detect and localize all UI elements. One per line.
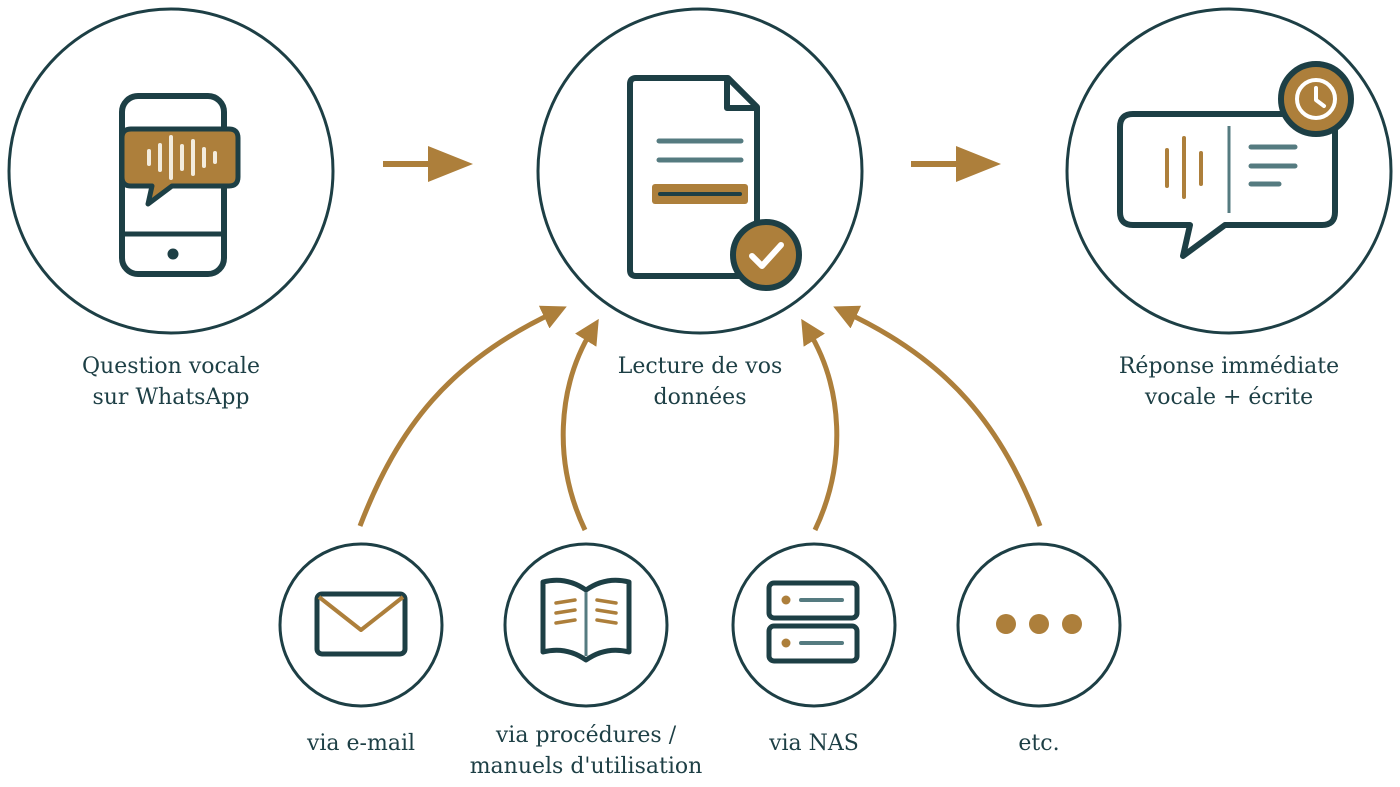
document-check-icon <box>627 75 802 291</box>
response-label-line2: vocale + écrite <box>1144 385 1314 410</box>
email-label-line1: via e-mail <box>306 731 416 756</box>
arrow-right-1 <box>383 146 473 182</box>
arrow-from-email <box>357 305 567 527</box>
response-step-label: Réponse immédiate vocale + écrite <box>1079 351 1379 413</box>
procedures-label-line2: manuels d'utilisation <box>469 754 703 779</box>
question-label-line1: Question vocale <box>82 354 260 379</box>
procedures-source-circle <box>503 542 669 708</box>
question-label-line2: sur WhatsApp <box>92 385 250 410</box>
arrow-from-etc <box>833 305 1043 527</box>
nas-source-label: via NAS <box>714 728 914 759</box>
reading-step-label: Lecture de vos données <box>550 351 850 413</box>
nas-source-circle <box>731 542 897 708</box>
question-step-circle <box>7 7 335 335</box>
procedures-source-label: via procédures / manuels d'utilisation <box>466 720 706 782</box>
arrow-from-procedures <box>560 318 599 532</box>
nas-label-line1: via NAS <box>769 731 859 756</box>
phone-voice-message-icon <box>119 93 241 277</box>
procedures-label-line1: via procédures / <box>495 723 677 748</box>
response-step-circle <box>1065 7 1393 335</box>
response-label-line1: Réponse immédiate <box>1118 354 1340 379</box>
envelope-icon <box>314 591 408 657</box>
open-book-icon <box>540 577 632 663</box>
etc-source-circle <box>956 542 1122 708</box>
reading-label-line1: Lecture de vos <box>617 354 783 379</box>
arrow-right-2 <box>911 146 1001 182</box>
email-source-label: via e-mail <box>261 728 461 759</box>
ellipsis-icon <box>996 614 1082 634</box>
reading-step-circle <box>536 7 864 335</box>
etc-source-label: etc. <box>939 728 1139 759</box>
server-icon <box>766 580 860 664</box>
etc-label-line1: etc. <box>1018 731 1060 756</box>
reading-label-line2: données <box>653 385 747 410</box>
email-source-circle <box>278 542 444 708</box>
voice-text-response-clock-icon <box>1117 61 1354 259</box>
arrow-from-nas <box>801 318 840 532</box>
question-step-label: Question vocale sur WhatsApp <box>21 351 321 413</box>
